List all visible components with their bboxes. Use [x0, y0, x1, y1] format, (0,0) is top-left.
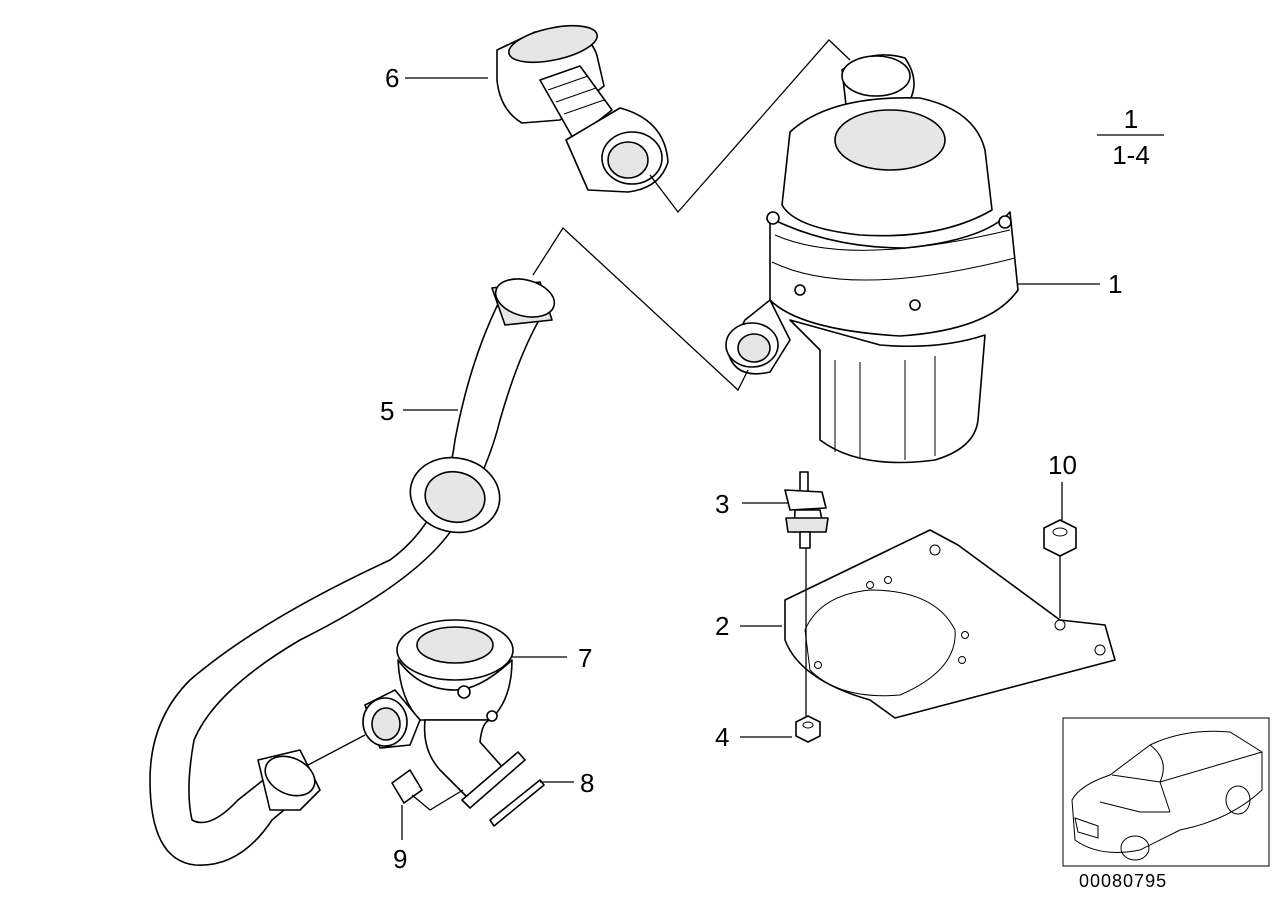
car-thumbnail: [1062, 717, 1270, 867]
part-9-clip: [391, 769, 464, 811]
part-3-rubber-mount: [784, 471, 829, 718]
part-8-gasket: [307, 734, 545, 827]
callouts: 6 1 5 3 2 4 7 8 9 10: [380, 63, 1122, 874]
callout-4: 4: [715, 722, 729, 752]
connection-lines: [532, 39, 851, 392]
callout-9: 9: [393, 844, 407, 874]
callout-6: 6: [385, 63, 399, 93]
part-1-air-pump: [725, 54, 1019, 464]
image-code: 00080795: [1079, 871, 1167, 891]
part-4-nut: [795, 715, 821, 743]
part-10-nut: [1043, 519, 1077, 618]
fraction-numerator: 1: [1124, 104, 1138, 134]
part-6-hose-coupling: [496, 24, 669, 193]
callout-1: 1: [1108, 269, 1122, 299]
fraction-reference: 1 1-4: [1097, 104, 1164, 170]
callout-7: 7: [578, 643, 592, 673]
fraction-denominator: 1-4: [1112, 140, 1150, 170]
callout-8: 8: [580, 768, 594, 798]
part-7-valve: [362, 619, 514, 801]
callout-2: 2: [715, 611, 729, 641]
callout-5: 5: [380, 396, 394, 426]
part-5-hose: [149, 278, 556, 866]
part-2-bracket: [784, 529, 1116, 719]
callout-3: 3: [715, 489, 729, 519]
leader-lines: [401, 77, 1100, 840]
callout-10: 10: [1048, 450, 1077, 480]
